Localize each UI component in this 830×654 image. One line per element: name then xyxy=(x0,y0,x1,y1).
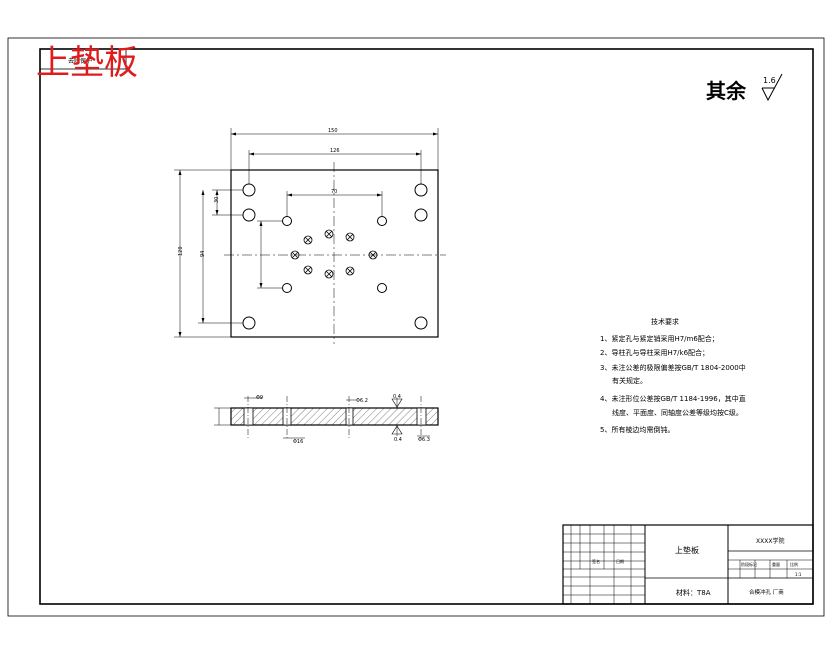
sec-dim-top-right: 0.4 xyxy=(393,394,401,400)
sec-dim-bot-left: Φ16 xyxy=(293,439,303,445)
pin-hole xyxy=(377,283,387,293)
tech-requirements: 技术要求 1、紧定孔与紧定销采用H7/m6配合； 2、导柱孔与导柱采用H7/k6… xyxy=(600,317,746,434)
roughness-icon xyxy=(761,73,783,102)
tech-item: 4、未注形位公差按GB/T 1184-1996，其中直 xyxy=(600,394,746,403)
plate-section xyxy=(230,407,439,426)
plan-view: 150 126 70 120 30 94 xyxy=(174,128,446,344)
guide-hole xyxy=(242,183,256,197)
tech-item: 5、所有棱边均需倒钝。 xyxy=(600,425,674,434)
guide-hole xyxy=(414,208,428,222)
guide-hole xyxy=(242,208,256,222)
watermark-title: 上垫板 xyxy=(36,43,138,83)
tb-company: XXXX学院 xyxy=(756,537,784,545)
pin-hole xyxy=(377,216,387,226)
tb-scale: 1:1 xyxy=(795,572,802,577)
roughness-value: 1.6 xyxy=(763,76,776,85)
tb-ratio: 比例 xyxy=(790,561,798,567)
dim-hole-span: 126 xyxy=(330,148,340,154)
plate-outline xyxy=(230,169,439,338)
tech-item: 线度、平面度、同轴度公差等级均按C级。 xyxy=(612,408,743,417)
tb-sign: 签名 xyxy=(592,558,600,564)
tb-stage: 阶段标记 xyxy=(741,561,757,567)
sec-dim-bot-right-note: 0.4 xyxy=(394,437,402,443)
dim-overall-width: 150 xyxy=(328,128,338,134)
dim-left-short: 30 xyxy=(214,197,220,203)
guide-hole xyxy=(414,316,428,330)
tech-item: 3、未注公差的极限偏差按GB/T 1804-2000中 xyxy=(600,363,746,372)
tb-drawing-no: 合模冲孔 厂商 xyxy=(749,588,784,596)
marking-tag: 去除保护 xyxy=(68,57,92,65)
outer-border xyxy=(7,37,825,617)
section-view: Φ9 Φ6.2 0.4 Φ16 Φ6.3 0.4 xyxy=(214,394,439,445)
tb-weight: 重量 xyxy=(772,561,780,567)
sec-dim-top-mid: Φ6.2 xyxy=(356,398,368,404)
tb-part-name: 上垫板 xyxy=(675,545,699,555)
marking-box xyxy=(39,48,127,70)
roughness-prefix: 其余 xyxy=(706,79,747,103)
sec-dim-top-left: Φ9 xyxy=(256,395,263,401)
tech-heading: 技术要求 xyxy=(651,317,679,326)
inner-border xyxy=(39,48,814,605)
dim-height: 120 xyxy=(178,246,184,256)
punch-holes xyxy=(290,229,378,279)
dim-left-long: 94 xyxy=(200,251,206,257)
tech-item: 1、紧定孔与紧定销采用H7/m6配合； xyxy=(600,334,719,343)
pin-hole xyxy=(282,216,292,226)
title-block xyxy=(562,524,814,605)
sec-dim-bot-right: Φ6.3 xyxy=(418,437,430,443)
pin-hole xyxy=(282,283,292,293)
guide-hole xyxy=(242,316,256,330)
guide-hole xyxy=(414,183,428,197)
tech-item: 2、导柱孔与导柱采用H7/k6配合； xyxy=(600,348,709,357)
tb-date: 日期 xyxy=(616,558,624,564)
dim-inner-span: 70 xyxy=(331,189,337,195)
tb-material: 材料：T8A xyxy=(676,588,711,597)
tech-item: 有关规定。 xyxy=(612,376,647,385)
